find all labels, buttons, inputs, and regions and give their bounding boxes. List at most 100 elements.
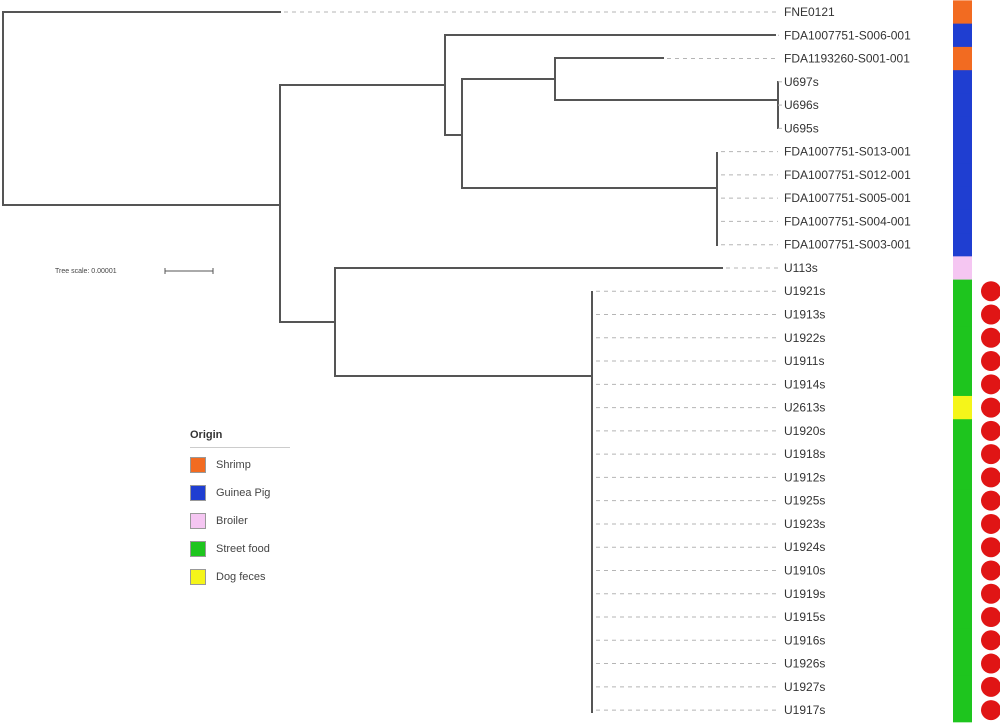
- origin-strip-cell: [953, 372, 972, 397]
- leaf-label: FDA1007751-S013-001: [784, 145, 911, 159]
- origin-strip-cell: [953, 326, 972, 351]
- legend-swatch: [190, 513, 206, 529]
- origin-strip-cell: [953, 651, 972, 676]
- origin-strip-cell: [953, 116, 972, 141]
- leaf-label: U1911s: [784, 354, 824, 368]
- marker-dot: [981, 490, 1000, 511]
- leaf-label: U1925s: [784, 494, 825, 508]
- leaf-label: U1919s: [784, 587, 825, 601]
- marker-dot: [981, 467, 1000, 488]
- origin-strip-cell: [953, 558, 972, 583]
- leaf-label: U1913s: [784, 308, 825, 322]
- origin-strip-cell: [953, 70, 972, 95]
- legend-label: Guinea Pig: [216, 487, 271, 499]
- leaf-label: FDA1193260-S001-001: [784, 52, 910, 66]
- marker-dot: [981, 583, 1000, 604]
- origin-strip-cell: [953, 349, 972, 374]
- leaf-label: U1910s: [784, 563, 825, 577]
- legend-swatch: [190, 485, 206, 501]
- origin-strip-cell: [953, 535, 972, 560]
- tree-scale: Tree scale: 0.00001: [55, 268, 214, 275]
- leaf-guide-lines: [284, 11, 782, 711]
- marker-dot: [981, 676, 1000, 697]
- marker-dot: [981, 653, 1000, 674]
- legend-title: Origin: [190, 429, 223, 441]
- marker-dot: [981, 560, 1000, 581]
- origin-strip-cell: [953, 302, 972, 327]
- marker-dot: [981, 420, 1000, 441]
- marker-dot: [981, 700, 1000, 721]
- leaf-label: FDA1007751-S006-001: [784, 28, 911, 42]
- leaf-label: FDA1007751-S004-001: [784, 214, 911, 228]
- leaf-label: U1922s: [784, 331, 825, 345]
- leaf-label: U1918s: [784, 447, 825, 461]
- marker-dots: [981, 281, 1000, 721]
- origin-strip-cell: [953, 279, 972, 304]
- tree-scale-label: Tree scale: 0.00001: [55, 268, 117, 275]
- marker-dot: [981, 327, 1000, 348]
- origin-strip-cell: [953, 46, 972, 71]
- origin-strip-cell: [953, 395, 972, 420]
- origin-color-strip: [953, 0, 972, 723]
- marker-dot: [981, 444, 1000, 465]
- origin-strip-cell: [953, 582, 972, 606]
- leaf-label: U113s: [784, 261, 818, 275]
- marker-dot: [981, 351, 1000, 372]
- leaf-label: U695s: [784, 121, 819, 135]
- origin-strip-cell: [953, 256, 972, 281]
- origin-strip-cell: [953, 419, 972, 444]
- legend-swatch: [190, 541, 206, 557]
- marker-dot: [981, 397, 1000, 418]
- marker-dot: [981, 374, 1000, 395]
- origin-strip-cell: [953, 233, 972, 257]
- legend-divider: [190, 447, 290, 448]
- origin-strip-cell: [953, 465, 972, 490]
- leaf-label: U2613s: [784, 401, 825, 415]
- origin-strip-cell: [953, 698, 972, 723]
- origin-strip-cell: [953, 512, 972, 537]
- leaf-label: U1927s: [784, 680, 825, 694]
- leaf-label: FNE0121: [784, 5, 835, 19]
- leaf-label: U1912s: [784, 470, 825, 484]
- legend-swatch: [190, 569, 206, 585]
- origin-strip-cell: [953, 186, 972, 211]
- marker-dot: [981, 281, 1000, 302]
- leaf-label: U697s: [784, 75, 819, 89]
- origin-strip-cell: [953, 605, 972, 630]
- marker-dot: [981, 304, 1000, 325]
- legend-item-street-food: Street food: [190, 539, 270, 559]
- leaf-label: FDA1007751-S005-001: [784, 191, 911, 205]
- origin-strip-cell: [953, 489, 972, 513]
- legend-item-guinea-pig: Guinea Pig: [190, 483, 270, 503]
- origin-strip-cell: [953, 209, 972, 234]
- marker-dot: [981, 537, 1000, 558]
- origin-strip-cell: [953, 675, 972, 700]
- leaf-label: FDA1007751-S003-001: [784, 238, 911, 252]
- leaf-label: U1926s: [784, 657, 825, 671]
- legend-label: Street food: [216, 543, 270, 555]
- leaf-label: FDA1007751-S012-001: [784, 168, 911, 182]
- marker-dot: [981, 607, 1000, 628]
- legend-label: Dog feces: [216, 571, 266, 583]
- origin-strip-cell: [953, 628, 972, 653]
- legend-item-shrimp: Shrimp: [190, 455, 251, 475]
- leaf-label: U1915s: [784, 610, 825, 624]
- leaf-label: U1920s: [784, 424, 825, 438]
- legend-label: Shrimp: [216, 459, 251, 471]
- legend-label: Broiler: [216, 515, 248, 527]
- legend-swatch: [190, 457, 206, 473]
- legend-item-dog-feces: Dog feces: [190, 567, 266, 587]
- leaf-label: U1914s: [784, 377, 825, 391]
- leaf-label: U1916s: [784, 633, 825, 647]
- origin-strip-cell: [953, 93, 972, 118]
- origin-strip-cell: [953, 442, 972, 467]
- leaf-label: U1923s: [784, 517, 825, 531]
- tree-branches: [2, 11, 779, 713]
- leaf-label: U1924s: [784, 540, 825, 554]
- origin-strip-cell: [953, 163, 972, 188]
- leaf-label: U696s: [784, 98, 819, 112]
- legend-item-broiler: Broiler: [190, 511, 248, 531]
- origin-strip-cell: [953, 0, 972, 25]
